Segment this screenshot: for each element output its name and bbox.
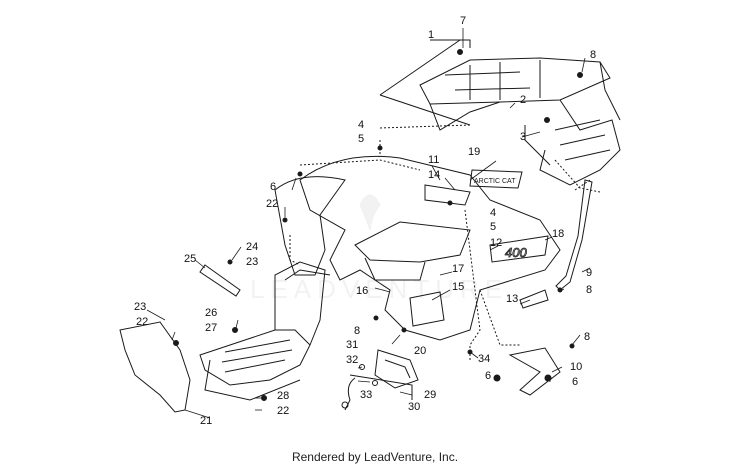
render-credit-footer: Rendered by LeadVenture, Inc. <box>291 450 459 464</box>
watermark-logo: LEADVENTURE <box>250 194 508 304</box>
rear-rack <box>419 57 621 186</box>
callout-7: 7 <box>460 15 466 27</box>
callout-19: 19 <box>468 146 480 158</box>
callout-23b: 23 <box>134 301 146 313</box>
mud-flap <box>119 321 191 413</box>
callout-26: 26 <box>205 307 217 319</box>
callout-34: 34 <box>478 353 490 365</box>
callout-21: 21 <box>200 415 212 427</box>
callout-27: 27 <box>205 322 217 334</box>
callout-13: 13 <box>506 293 518 305</box>
callout-28: 28 <box>277 390 289 402</box>
callout-32: 32 <box>346 354 358 366</box>
callout-4b: 4 <box>490 207 496 219</box>
callout-24: 24 <box>246 241 258 253</box>
reflector <box>519 289 549 309</box>
callout-16: 16 <box>356 285 368 297</box>
callout-20: 20 <box>414 345 426 357</box>
callout-2: 2 <box>520 94 526 106</box>
callout-4: 4 <box>358 119 364 131</box>
callout-18: 18 <box>552 228 564 240</box>
callout-33: 33 <box>360 389 372 401</box>
callout-12: 12 <box>490 237 502 249</box>
taillight-assembly <box>341 349 419 411</box>
callout-14: 14 <box>428 169 440 181</box>
callout-5: 5 <box>358 133 364 145</box>
decal-text: ARCTIC CAT <box>474 178 516 185</box>
callout-6c: 6 <box>572 376 578 388</box>
side-fender-panel <box>274 176 346 281</box>
callout-22: 22 <box>266 198 278 210</box>
mount-bracket <box>508 347 561 396</box>
fender-side-decal: 400 <box>505 245 527 260</box>
callout-1: 1 <box>428 29 434 41</box>
callout-29: 29 <box>424 389 436 401</box>
callout-30: 30 <box>408 401 420 413</box>
callout-labels: 1 2 3 4 5 6 7 8 9 10 11 12 13 14 15 16 1… <box>134 15 596 427</box>
callout-17: 17 <box>452 263 464 275</box>
footwell <box>199 261 326 401</box>
callout-11: 11 <box>428 154 439 166</box>
callout-leaders <box>146 28 591 419</box>
callout-3: 3 <box>520 131 526 143</box>
rack-leader-lines <box>379 39 471 126</box>
dashed-leaders <box>289 124 601 360</box>
callout-25: 25 <box>184 253 196 265</box>
callout-23: 23 <box>246 256 258 268</box>
watermark-text: LEADVENTURE <box>250 274 508 304</box>
callout-15: 15 <box>452 281 464 293</box>
callout-5b: 5 <box>490 221 496 233</box>
callout-31: 31 <box>346 339 358 351</box>
callout-9: 9 <box>586 267 592 279</box>
callout-22b: 22 <box>136 316 148 328</box>
callout-8b: 8 <box>586 284 592 296</box>
callout-22c: 22 <box>277 405 289 417</box>
callout-10: 10 <box>570 361 582 373</box>
rear-fender: 400 <box>299 155 561 341</box>
fasteners <box>173 49 583 401</box>
callout-8: 8 <box>590 49 596 61</box>
decal-panel: ARCTIC CAT <box>469 169 523 189</box>
callout-6b: 6 <box>485 370 491 382</box>
callout-6: 6 <box>270 181 276 193</box>
callout-8c: 8 <box>584 331 590 343</box>
footrest-bracket <box>199 264 241 297</box>
callout-8d: 8 <box>354 325 360 337</box>
